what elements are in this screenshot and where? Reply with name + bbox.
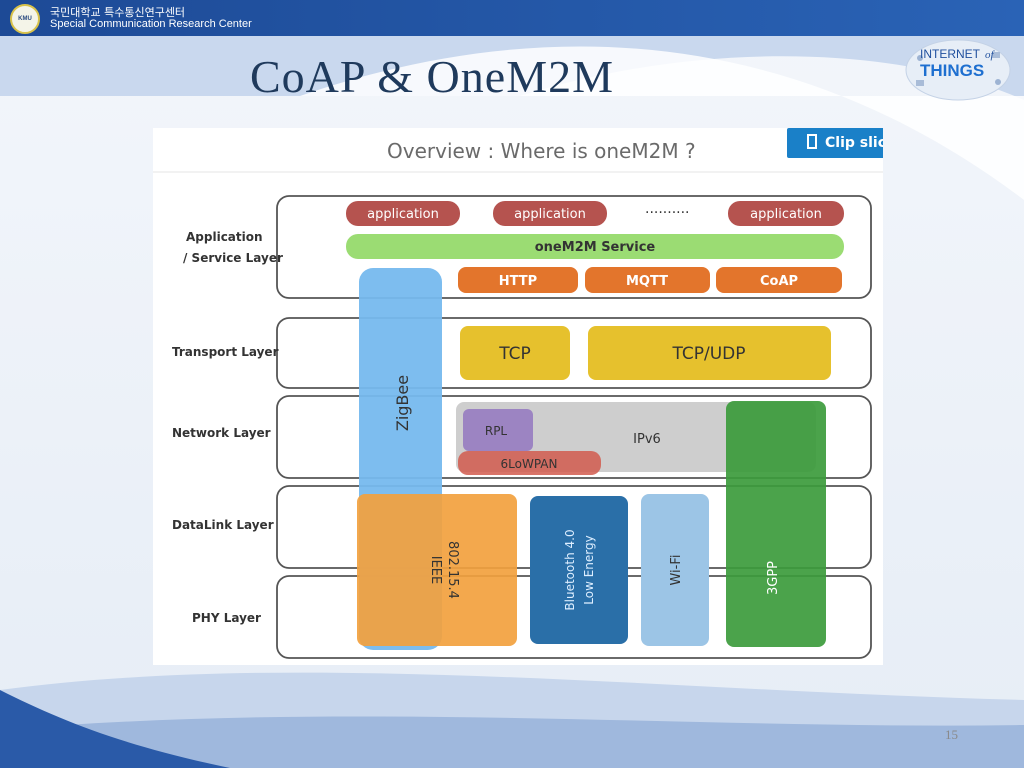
wifi-box xyxy=(641,494,709,646)
zigbee-label: ZigBee xyxy=(393,375,412,431)
http-box xyxy=(458,267,578,293)
coap-box xyxy=(716,267,842,293)
slide-title: CoAP & OneM2M xyxy=(250,51,614,102)
figure-title: Overview : Where is oneM2M ? xyxy=(387,139,696,163)
clip-slide-button[interactable]: Clip slic xyxy=(787,128,883,158)
rpl-label: RPL xyxy=(485,424,508,438)
layer-label-phy: PHY Layer xyxy=(192,611,261,625)
internet-of-things-badge: INTERNET of THINGS xyxy=(905,39,1011,101)
application-ellipsis: ·········· xyxy=(645,205,690,221)
iot-internet-text: INTERNET xyxy=(920,47,981,61)
layer-label-transport: Transport Layer xyxy=(172,345,279,359)
clip-button-label: Clip slic xyxy=(825,135,883,151)
bluetooth-label: Bluetooth 4.0 xyxy=(563,529,577,610)
tcp-box xyxy=(460,326,570,380)
tcp-udp-box xyxy=(588,326,831,380)
layer-label-network: Network Layer xyxy=(172,426,271,440)
onem2m-overview-figure: Overview : Where is oneM2M ? Clip slic A… xyxy=(153,128,883,665)
iot-things-text: THINGS xyxy=(920,61,984,80)
layer-label-service: / Service Layer xyxy=(183,251,283,265)
application-pill-3 xyxy=(728,201,844,226)
layer-label-datalink: DataLink Layer xyxy=(172,518,274,532)
protocol-stack-diagram: Overview : Where is oneM2M ? Clip slic A… xyxy=(153,128,883,659)
bluetooth-box xyxy=(530,496,628,644)
ieee-802154-box xyxy=(357,494,517,646)
wifi-label: Wi-Fi xyxy=(669,554,684,585)
mqtt-label: MQTT xyxy=(626,274,668,289)
6lowpan-box xyxy=(458,451,601,475)
clip-icon xyxy=(807,134,817,149)
onem2m-service-bar xyxy=(346,234,844,259)
application-pill-1 xyxy=(346,201,460,226)
tcp-label: TCP xyxy=(498,344,531,364)
application-label-2: application xyxy=(514,207,586,222)
ipv6-label: IPv6 xyxy=(633,432,661,447)
org-name-english: Special Communication Research Center xyxy=(50,18,252,30)
application-label-3: application xyxy=(750,207,822,222)
http-label: HTTP xyxy=(499,274,537,289)
org-name-korean: 국민대학교 특수통신연구센터 xyxy=(50,6,186,19)
onem2m-service-label: oneM2M Service xyxy=(535,240,656,255)
low-energy-label: Low Energy xyxy=(582,535,596,604)
university-logo: KMU xyxy=(10,4,40,34)
transport-layer-box xyxy=(276,317,872,389)
3gpp-box xyxy=(726,401,826,647)
mqtt-box xyxy=(585,267,710,293)
tcp-udp-label: TCP/UDP xyxy=(671,344,745,364)
application-layer-box xyxy=(276,195,872,299)
iot-of-text: of xyxy=(985,49,996,61)
ieee-802154-label: 802.15.4 xyxy=(445,541,460,599)
page-number: 15 xyxy=(945,727,958,742)
coap-label: CoAP xyxy=(760,274,798,289)
3gpp-label: 3GPP xyxy=(766,561,781,595)
application-pill-2 xyxy=(493,201,607,226)
application-label-1: application xyxy=(367,207,439,222)
6lowpan-label: 6LoWPAN xyxy=(501,457,558,471)
layer-label-application: Application xyxy=(186,230,263,244)
rpl-box xyxy=(463,409,533,451)
network-layer-box xyxy=(276,395,872,479)
ieee-label: IEEE xyxy=(428,556,443,584)
